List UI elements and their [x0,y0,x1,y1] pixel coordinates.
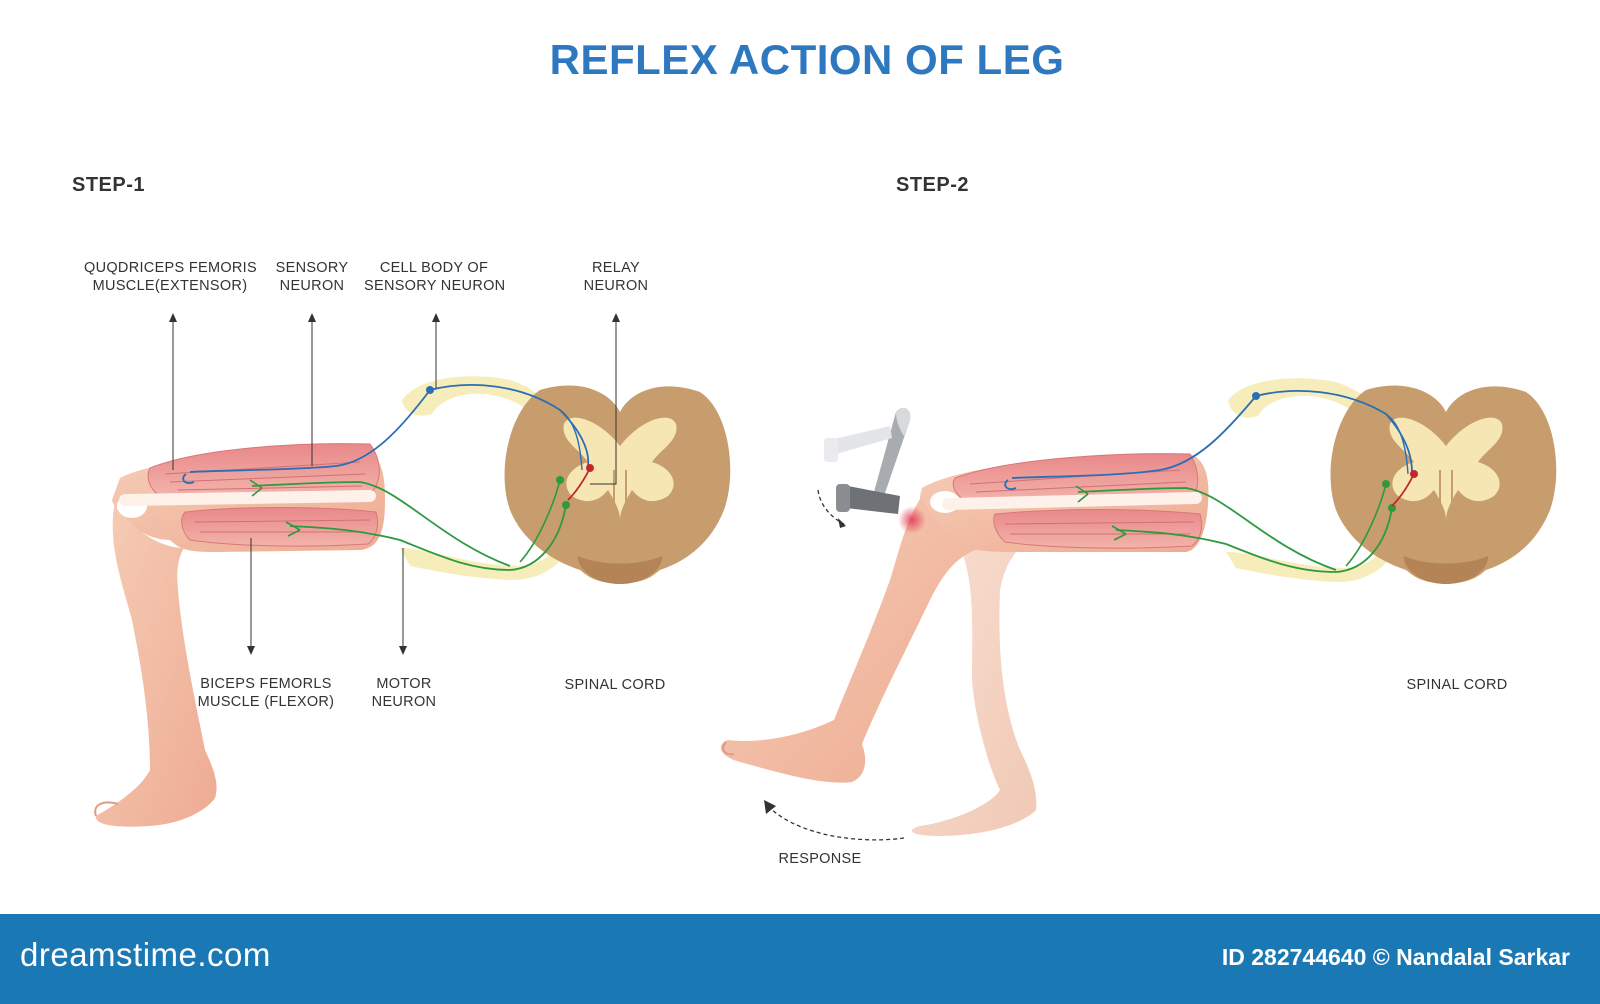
step-2-heading: STEP-2 [896,174,970,196]
label-response: RESPONSE [778,851,862,867]
relay-neuron-step2 [1391,470,1418,507]
resting-lower-leg [911,548,1037,836]
biceps-step2 [993,509,1203,549]
sensory-cell-body [426,386,434,394]
spinal-cord-step2 [1330,385,1557,584]
image-credit: ID 282744640 © Nandalal Sarkar [1221,944,1570,970]
response-arrow [769,807,905,841]
spinal-cord-step1 [504,385,731,584]
ventral-root [400,512,580,580]
footer-bar: dreamstime.com ID 282744640 © Nandalal S… [0,914,1600,1004]
step-1-heading: STEP-1 [72,174,146,196]
motor-neuron-step1 [249,476,570,571]
label-spinal-cord-2: SPINAL CORD [1406,677,1508,693]
brand-logo: dreamstime.com [20,936,271,973]
step1-leg [94,443,385,827]
page-title: REFLEX ACTION OF LEG [549,36,1065,83]
motor-neuron-step2 [1075,480,1396,573]
pointer-lines-step1 [172,318,617,650]
step2-leg [720,453,1209,836]
reflex-hammer [824,407,911,514]
lower-leg [95,500,217,827]
relay-neuron-step1 [567,464,594,501]
pointer-arrowheads-step1 [169,313,620,655]
sensory-neuron-step1 [182,384,590,484]
tap-point [898,506,926,534]
biceps-femoris-muscle [181,507,379,547]
kicked-lower-leg [720,496,980,783]
sensory-neuron-step2 [1004,389,1413,490]
dorsal-root-ganglion [402,376,572,456]
reflex-illustration [94,313,1557,841]
label-spinal-cord-1: SPINAL CORD [564,677,666,693]
hammer-motion-arrow [817,489,845,525]
